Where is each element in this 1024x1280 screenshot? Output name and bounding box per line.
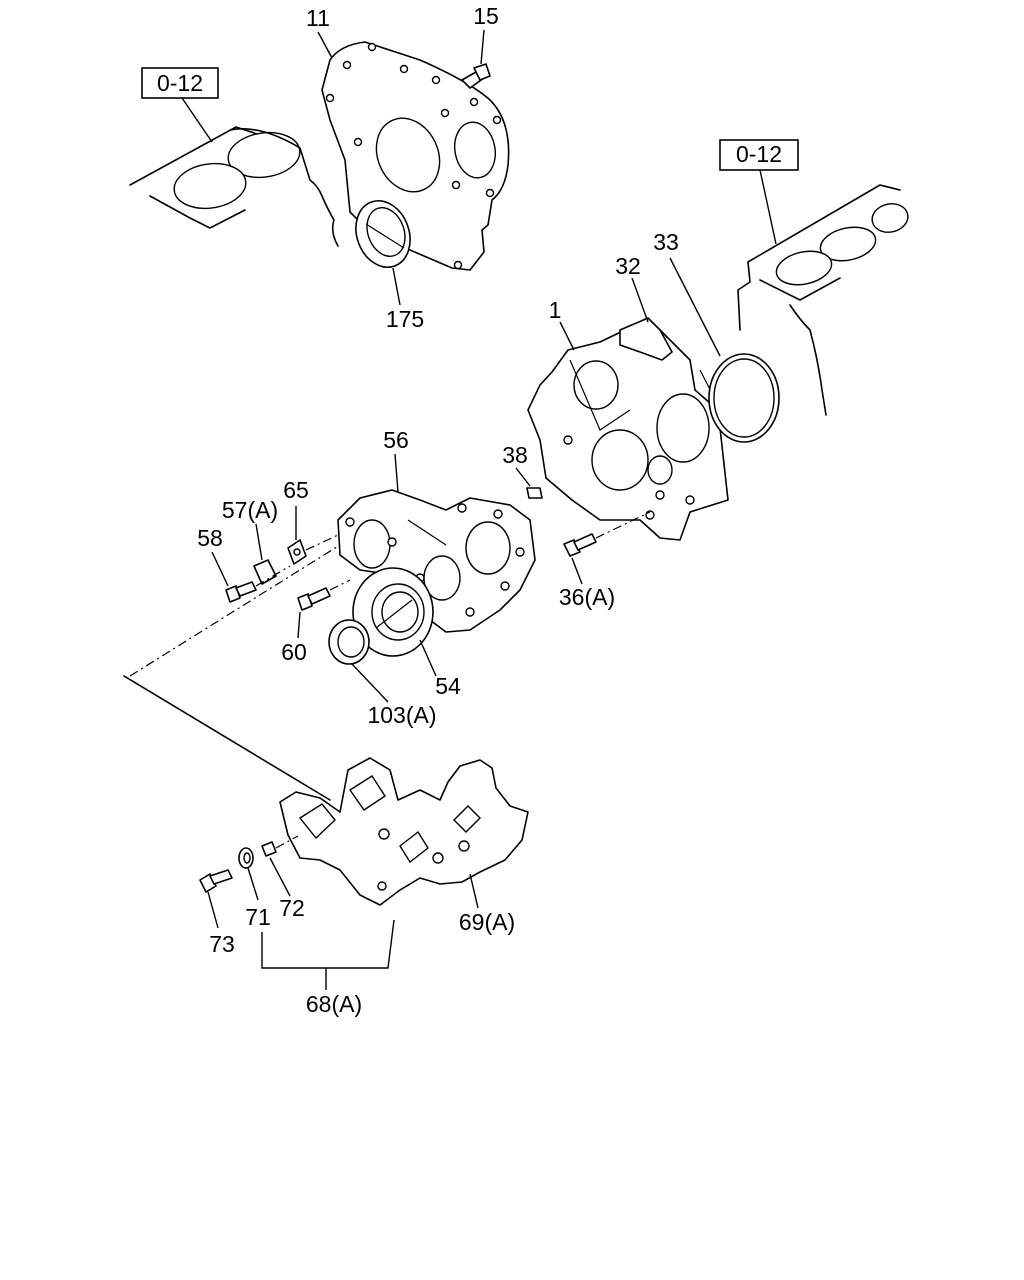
part-38-dowel-pin: 38 xyxy=(502,442,543,499)
callout-36: 36(A) xyxy=(559,584,615,610)
assembly-center-line xyxy=(129,544,341,677)
part-56-gear-case: 56 xyxy=(337,427,536,633)
callout-68: 68(A) xyxy=(306,991,362,1017)
reference-label-right: 0-12 xyxy=(736,141,782,167)
part-15-bolt: 15 xyxy=(461,3,499,89)
kit-68-bracket: 68(A) xyxy=(261,919,395,1017)
callout-11: 11 xyxy=(306,5,330,31)
callout-15: 15 xyxy=(473,3,499,29)
callout-69: 69(A) xyxy=(459,909,515,935)
callout-73: 73 xyxy=(209,931,235,957)
part-73-bolt: 73 xyxy=(199,869,235,957)
part-54-cover-plate: 54 xyxy=(352,567,461,699)
part-60-bolt: 60 xyxy=(281,579,351,665)
reference-engine-block-right: 0-12 xyxy=(719,139,909,416)
part-72-dowel: 72 xyxy=(261,835,305,921)
callout-1: 1 xyxy=(549,297,562,323)
callout-175: 175 xyxy=(386,306,424,332)
part-36-bolt: 36(A) xyxy=(559,511,651,610)
part-33-o-ring: 33 xyxy=(653,229,780,443)
callout-33: 33 xyxy=(653,229,679,255)
part-57-cover: 57(A) xyxy=(222,497,278,585)
callout-65: 65 xyxy=(283,477,309,503)
callout-71: 71 xyxy=(245,904,271,930)
part-103-oil-seal: 103(A) xyxy=(328,619,437,728)
part-1-flywheel-housing: 1 xyxy=(527,297,729,541)
reference-engine-block-left: 0-12 xyxy=(129,67,339,247)
callout-72: 72 xyxy=(279,895,305,921)
callout-103: 103(A) xyxy=(367,702,436,728)
callout-58: 58 xyxy=(197,525,223,551)
part-65-gasket: 65 xyxy=(283,477,339,565)
part-71-washer: 71 xyxy=(238,847,271,930)
callout-56: 56 xyxy=(383,427,409,453)
callout-38: 38 xyxy=(502,442,528,468)
assembly-leader-line xyxy=(123,675,331,801)
part-69-timing-case: 69(A) xyxy=(279,757,529,935)
reference-label-left: 0-12 xyxy=(157,70,203,96)
part-58-bolt: 58 xyxy=(197,525,291,603)
part-32-gasket: 32 xyxy=(615,253,673,361)
callout-60: 60 xyxy=(281,639,307,665)
callout-32: 32 xyxy=(615,253,641,279)
callout-54: 54 xyxy=(435,673,461,699)
part-175-oil-seal: 175 xyxy=(355,200,424,332)
callout-57: 57(A) xyxy=(222,497,278,523)
